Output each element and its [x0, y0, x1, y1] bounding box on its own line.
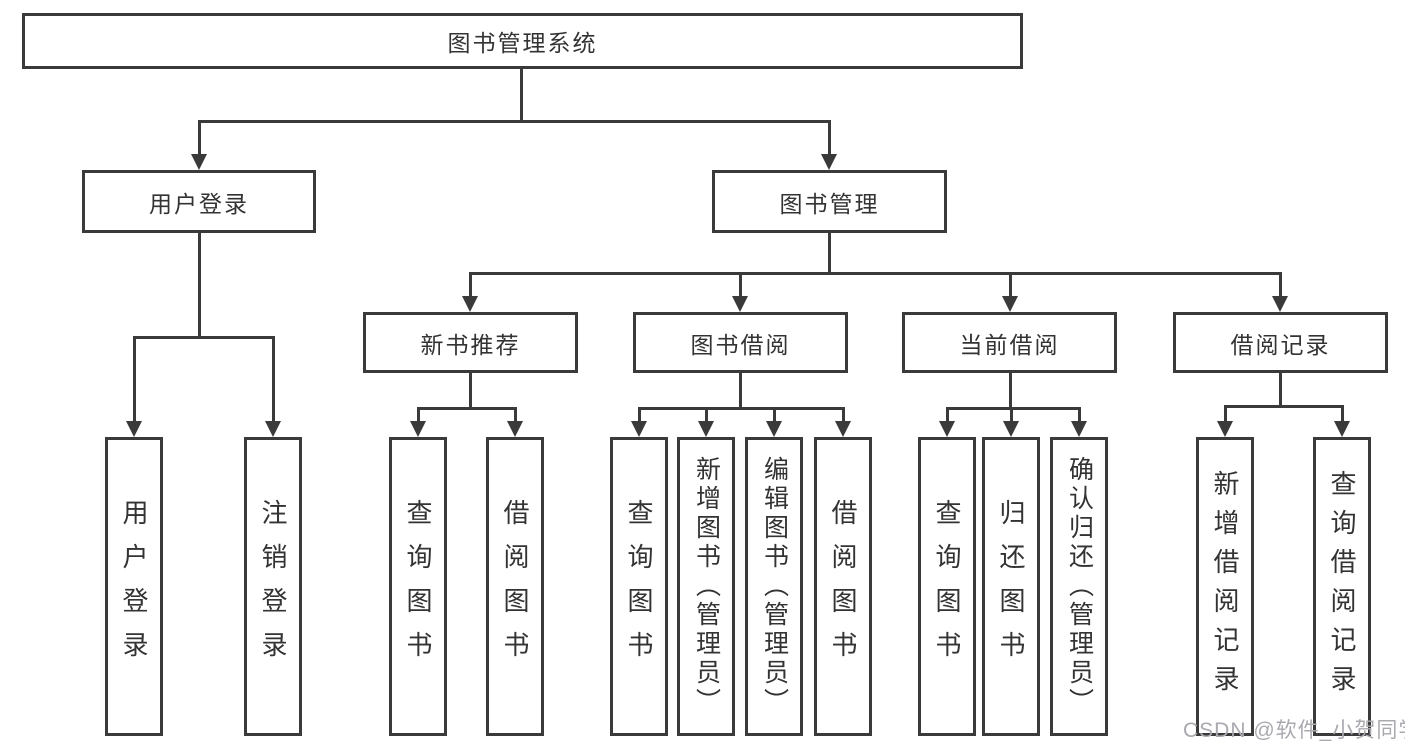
node-borrow-records: 借阅记录 — [1173, 312, 1388, 373]
node-label: 查询图书 — [403, 498, 433, 675]
arrowhead-icon — [1217, 421, 1233, 437]
leaf-return-books: 归还图书 — [982, 437, 1040, 736]
arrowhead-icon — [732, 296, 748, 312]
node-label: 新增图书（管理员） — [692, 456, 721, 717]
line-segment — [1078, 407, 1081, 423]
leaf-confirm-return-admin: 确认归还（管理员） — [1050, 437, 1108, 736]
leaf-query-books-recommend: 查询图书 — [389, 437, 447, 736]
node-book-borrow: 图书借阅 — [633, 312, 848, 373]
leaf-logout: 注销登录 — [244, 437, 302, 736]
line-segment — [417, 407, 420, 423]
line-segment — [1009, 272, 1012, 298]
arrowhead-icon — [507, 421, 523, 437]
arrowhead-icon — [835, 421, 851, 437]
node-label: 查询图书 — [624, 498, 654, 675]
node-label: 当前借阅 — [959, 331, 1060, 358]
line-segment — [1224, 405, 1344, 408]
node-label: 注销登录 — [258, 498, 288, 675]
line-segment — [739, 272, 742, 298]
node-label: 确认归还（管理员） — [1065, 456, 1094, 717]
arrowhead-icon — [766, 421, 782, 437]
node-label: 用户登录 — [149, 190, 249, 217]
arrowhead-icon — [821, 154, 837, 170]
node-book-management: 图书管理 — [712, 170, 947, 233]
line-segment — [638, 407, 641, 423]
node-label: 新书推荐 — [420, 331, 521, 358]
line-segment — [842, 407, 845, 423]
line-segment — [946, 407, 949, 423]
node-label: 借阅图书 — [828, 498, 858, 675]
node-label: 借阅记录 — [1230, 331, 1331, 358]
arrowhead-icon — [191, 154, 207, 170]
arrowhead-icon — [410, 421, 426, 437]
node-label: 用户登录 — [119, 498, 149, 675]
csdn-watermark: CSDN @软件_小贺同学 — [1183, 719, 1405, 742]
node-label: 借阅图书 — [500, 498, 530, 675]
line-segment — [417, 407, 517, 410]
arrowhead-icon — [1272, 296, 1288, 312]
arrowhead-icon — [265, 421, 281, 437]
node-label: 编辑图书（管理员） — [760, 456, 789, 717]
arrowhead-icon — [1002, 296, 1018, 312]
node-label: 图书借阅 — [690, 331, 791, 358]
line-segment — [705, 407, 708, 423]
node-label: 查询图书 — [932, 498, 962, 675]
line-segment — [1010, 407, 1013, 423]
node-label: 图书管理系统 — [447, 30, 598, 56]
arrowhead-icon — [1071, 421, 1087, 437]
leaf-add-borrow-record: 新增借阅记录 — [1196, 437, 1254, 736]
arrowhead-icon — [939, 421, 955, 437]
leaf-borrow-books-recommend: 借阅图书 — [486, 437, 544, 736]
line-segment — [773, 407, 776, 423]
line-segment — [198, 120, 201, 156]
line-segment — [1009, 373, 1012, 407]
line-segment — [1279, 272, 1282, 298]
line-segment — [198, 120, 831, 123]
arrowhead-icon — [462, 296, 478, 312]
node-new-book-recommend: 新书推荐 — [363, 312, 578, 373]
line-segment — [739, 373, 742, 407]
line-segment — [828, 120, 831, 156]
node-label: 查询借阅记录 — [1327, 469, 1357, 704]
leaf-query-books-borrow: 查询图书 — [610, 437, 668, 736]
line-segment — [638, 407, 845, 410]
arrowhead-icon — [1334, 421, 1350, 437]
leaf-query-borrow-record: 查询借阅记录 — [1313, 437, 1371, 736]
leaf-add-books-admin: 新增图书（管理员） — [677, 437, 735, 736]
line-segment — [198, 233, 201, 336]
line-segment — [1279, 373, 1282, 405]
line-segment — [1224, 405, 1227, 423]
arrowhead-icon — [1003, 421, 1019, 437]
leaf-edit-books-admin: 编辑图书（管理员） — [745, 437, 803, 736]
arrowhead-icon — [126, 421, 142, 437]
arrowhead-icon — [698, 421, 714, 437]
line-segment — [133, 336, 275, 339]
line-segment — [469, 272, 1282, 275]
line-segment — [514, 407, 517, 423]
arrowhead-icon — [631, 421, 647, 437]
leaf-borrow-books: 借阅图书 — [814, 437, 872, 736]
line-segment — [469, 272, 472, 298]
leaf-query-books-current: 查询图书 — [918, 437, 976, 736]
line-segment — [946, 407, 1081, 410]
node-current-borrow: 当前借阅 — [902, 312, 1117, 373]
line-segment — [272, 336, 275, 423]
node-user-login: 用户登录 — [82, 170, 316, 233]
node-root-library-system: 图书管理系统 — [22, 13, 1023, 69]
node-label: 新增借阅记录 — [1210, 469, 1240, 704]
line-segment — [520, 69, 523, 120]
node-label: 归还图书 — [996, 498, 1026, 675]
leaf-user-login: 用户登录 — [105, 437, 163, 736]
line-segment — [469, 373, 472, 407]
node-label: 图书管理 — [779, 190, 880, 217]
line-segment — [133, 336, 136, 423]
line-segment — [828, 233, 831, 272]
line-segment — [1341, 405, 1344, 423]
